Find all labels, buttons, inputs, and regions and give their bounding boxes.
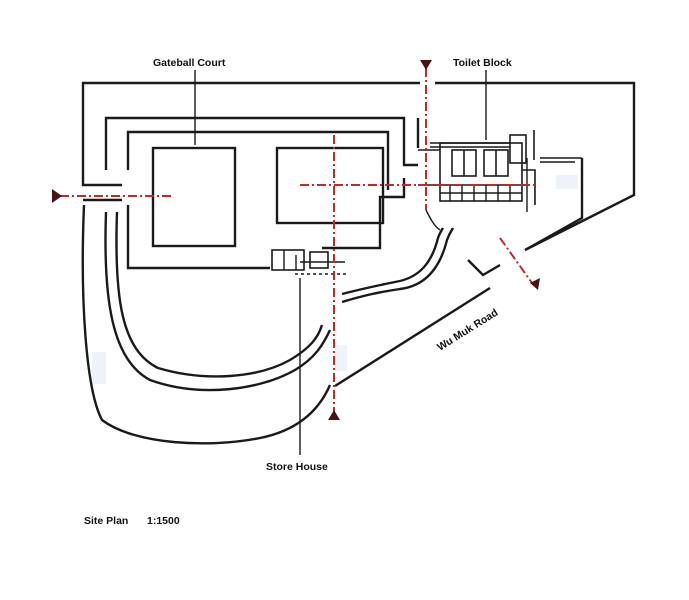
label-gateball-court: Gateball Court [153, 57, 226, 69]
toilet-block-building [418, 130, 582, 212]
section-line-diagonal [499, 237, 533, 284]
inner-enclosure [104, 116, 420, 270]
site-boundary [81, 81, 636, 252]
gateball-court-right [275, 146, 385, 225]
label-road: Wu Muk Road [435, 307, 500, 354]
caption-scale: 1:1500 [147, 515, 180, 527]
scan-artifacts [92, 175, 578, 384]
leader-lines [194, 70, 487, 455]
road-edges [334, 158, 584, 388]
curved-paths [81, 204, 455, 445]
section-arrow-south [328, 410, 340, 420]
section-arrow-west [52, 189, 62, 203]
section-arrow-southeast [530, 278, 540, 290]
section-lines [60, 68, 535, 412]
store-house-building [271, 249, 348, 275]
section-arrows [52, 60, 540, 420]
caption-site-plan: Site Plan [84, 515, 128, 527]
label-store-house: Store House [266, 461, 328, 473]
label-toilet-block: Toilet Block [453, 57, 512, 69]
section-arrow-north [420, 60, 432, 70]
